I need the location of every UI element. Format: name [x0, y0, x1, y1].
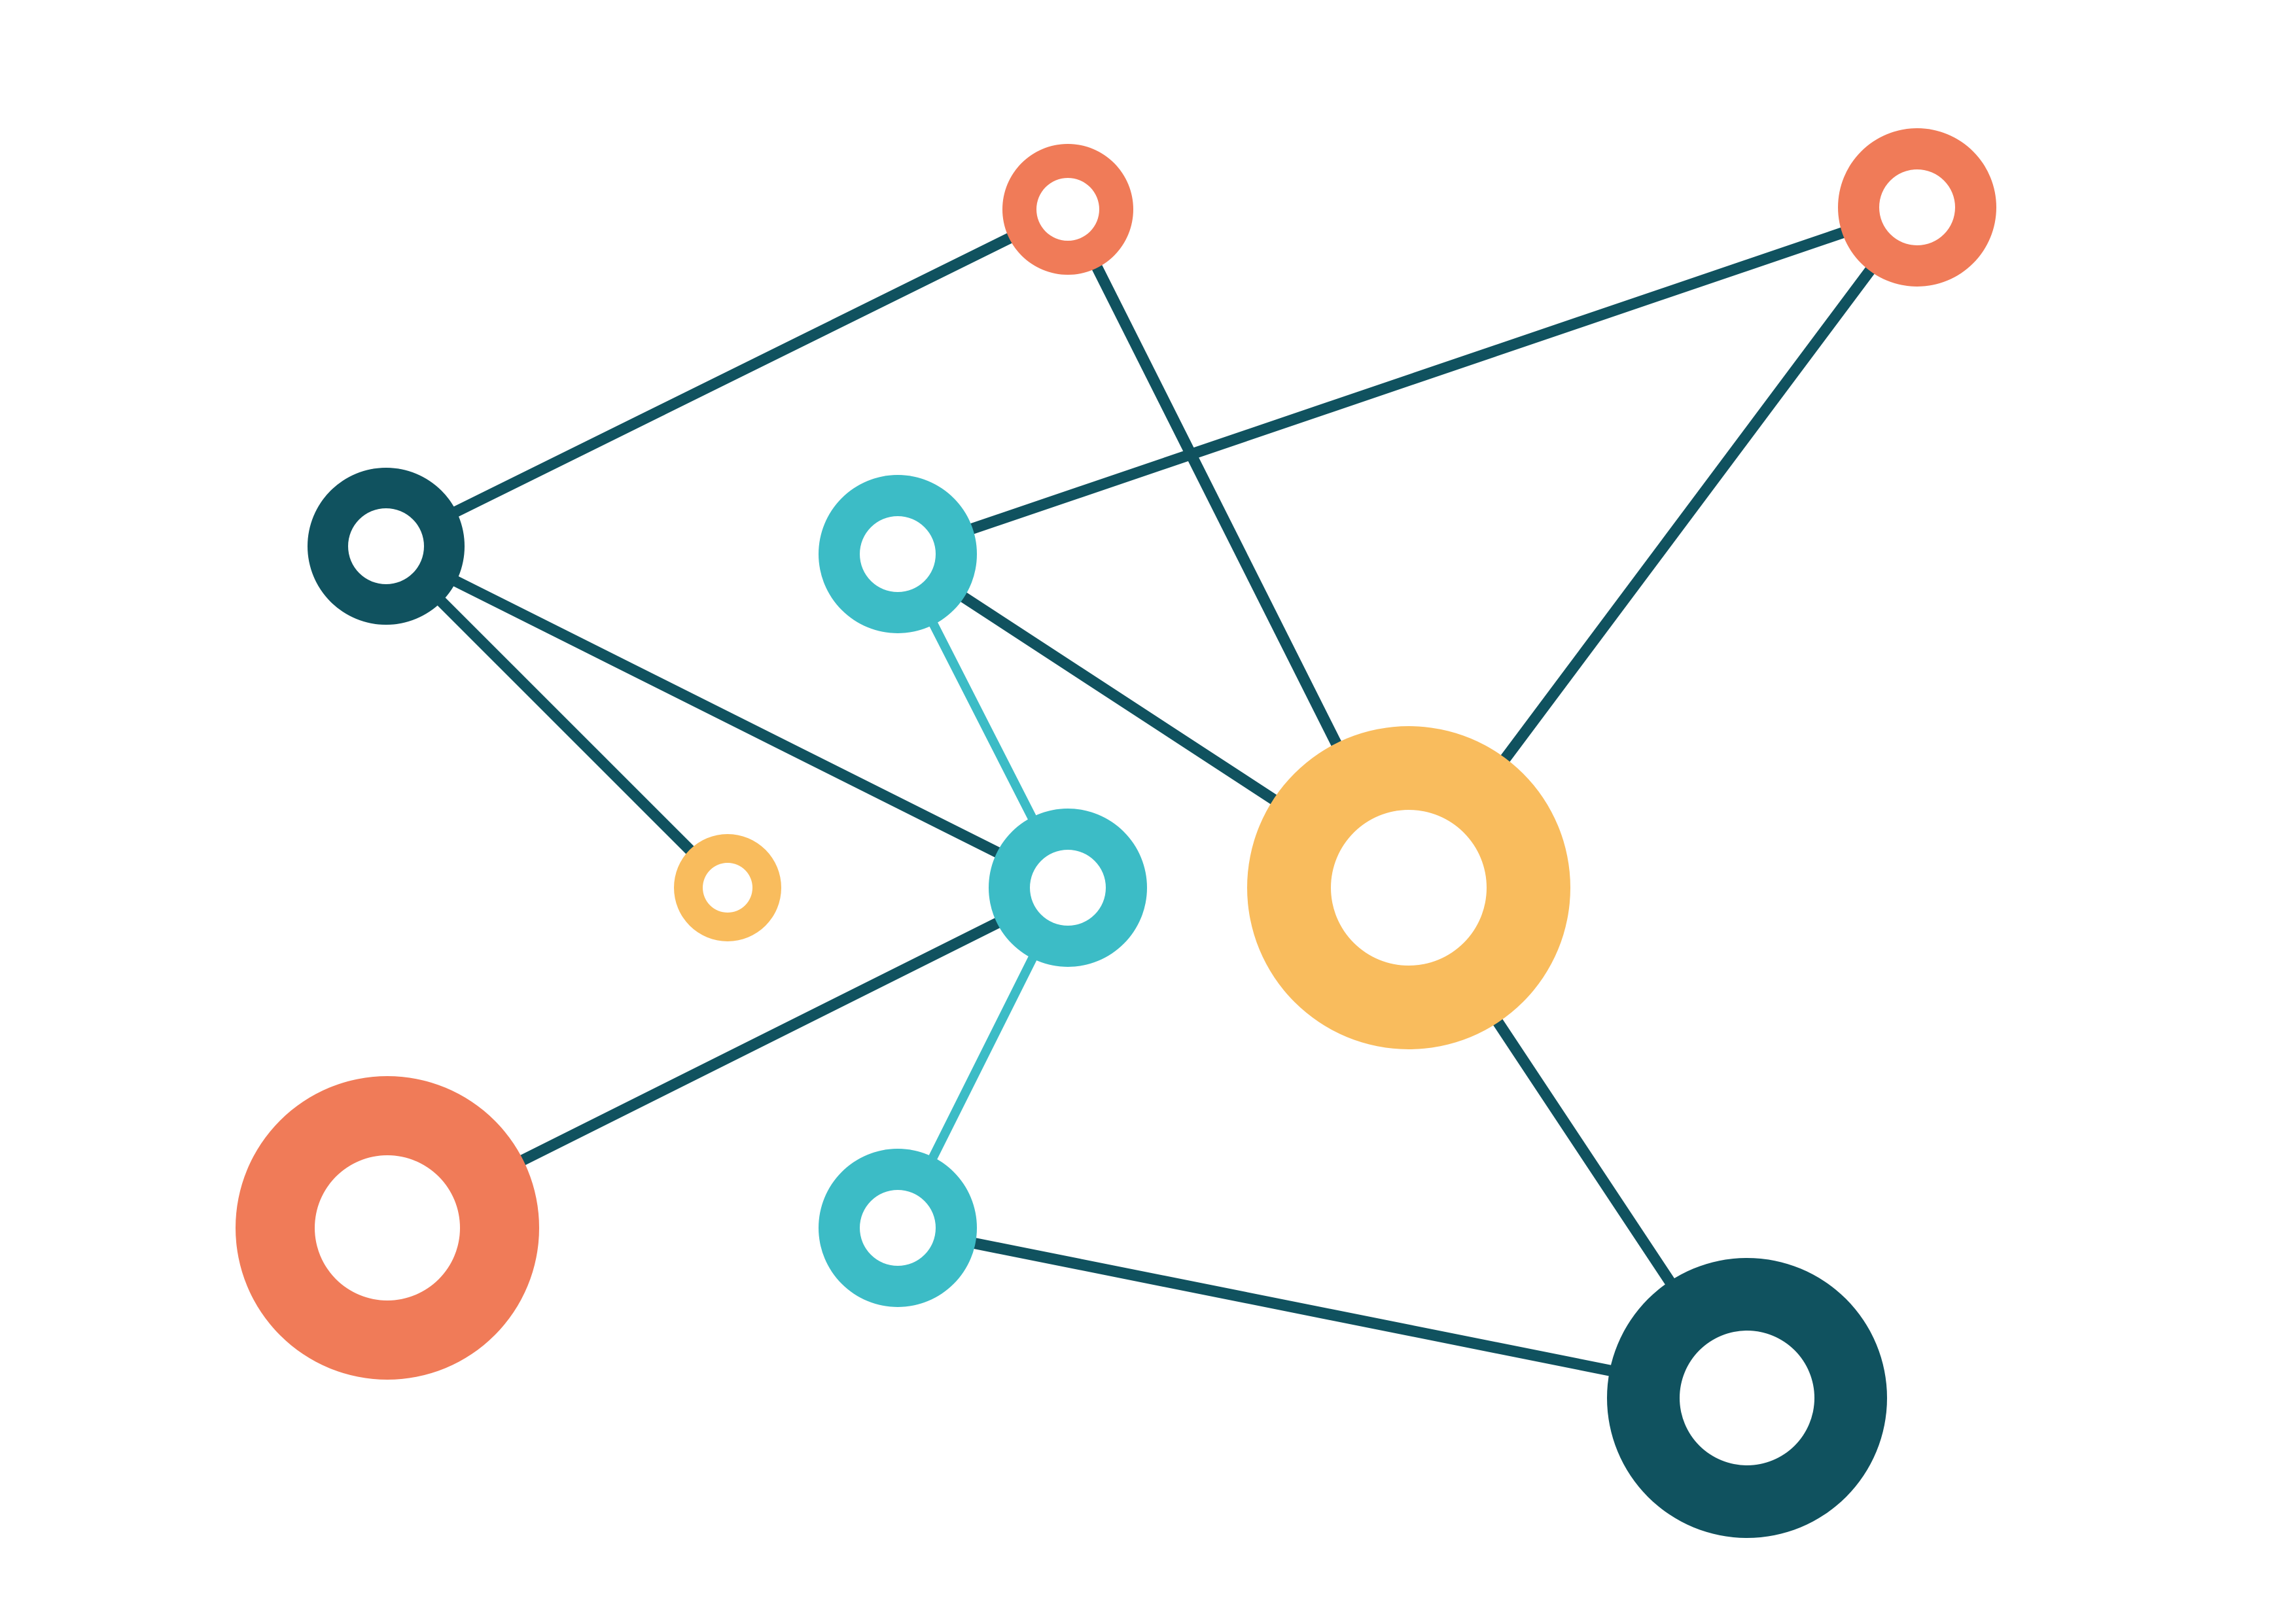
- node-hole-teal-lower: [860, 1190, 936, 1266]
- node-hole-teal-center: [1030, 850, 1106, 926]
- edge-dark-left-to-coral-top: [383, 204, 1070, 551]
- node-coral-top-right: [1838, 128, 1996, 287]
- node-hole-gold-small: [703, 863, 752, 913]
- edge-dark-left-to-teal-center: [383, 541, 1070, 893]
- node-hole-coral-large: [315, 1155, 460, 1300]
- node-gold-small: [674, 834, 781, 941]
- node-teal-center: [989, 809, 1147, 967]
- edge-teal-upper-to-coral-top-right: [896, 201, 1919, 560]
- edge-dark-left-to-gold-small: [381, 542, 732, 892]
- node-gold-large: [1247, 726, 1570, 1049]
- node-hole-dark-left: [348, 508, 424, 584]
- nodes-layer: [236, 128, 1996, 1538]
- edge-teal-lower-to-dark-large: [896, 1222, 1748, 1404]
- node-hole-coral-top: [1036, 178, 1099, 241]
- node-hole-coral-top-right: [1879, 169, 1955, 245]
- node-coral-top: [1002, 144, 1133, 275]
- node-dark-left: [308, 468, 465, 625]
- node-hole-teal-upper: [860, 516, 936, 592]
- node-dark-large: [1607, 1258, 1887, 1538]
- node-coral-large: [236, 1076, 539, 1380]
- edges-layer: [381, 201, 1922, 1404]
- node-hole-dark-large: [1680, 1331, 1814, 1465]
- node-hole-gold-large: [1331, 810, 1487, 966]
- node-teal-upper: [819, 475, 977, 633]
- node-teal-lower: [819, 1149, 977, 1307]
